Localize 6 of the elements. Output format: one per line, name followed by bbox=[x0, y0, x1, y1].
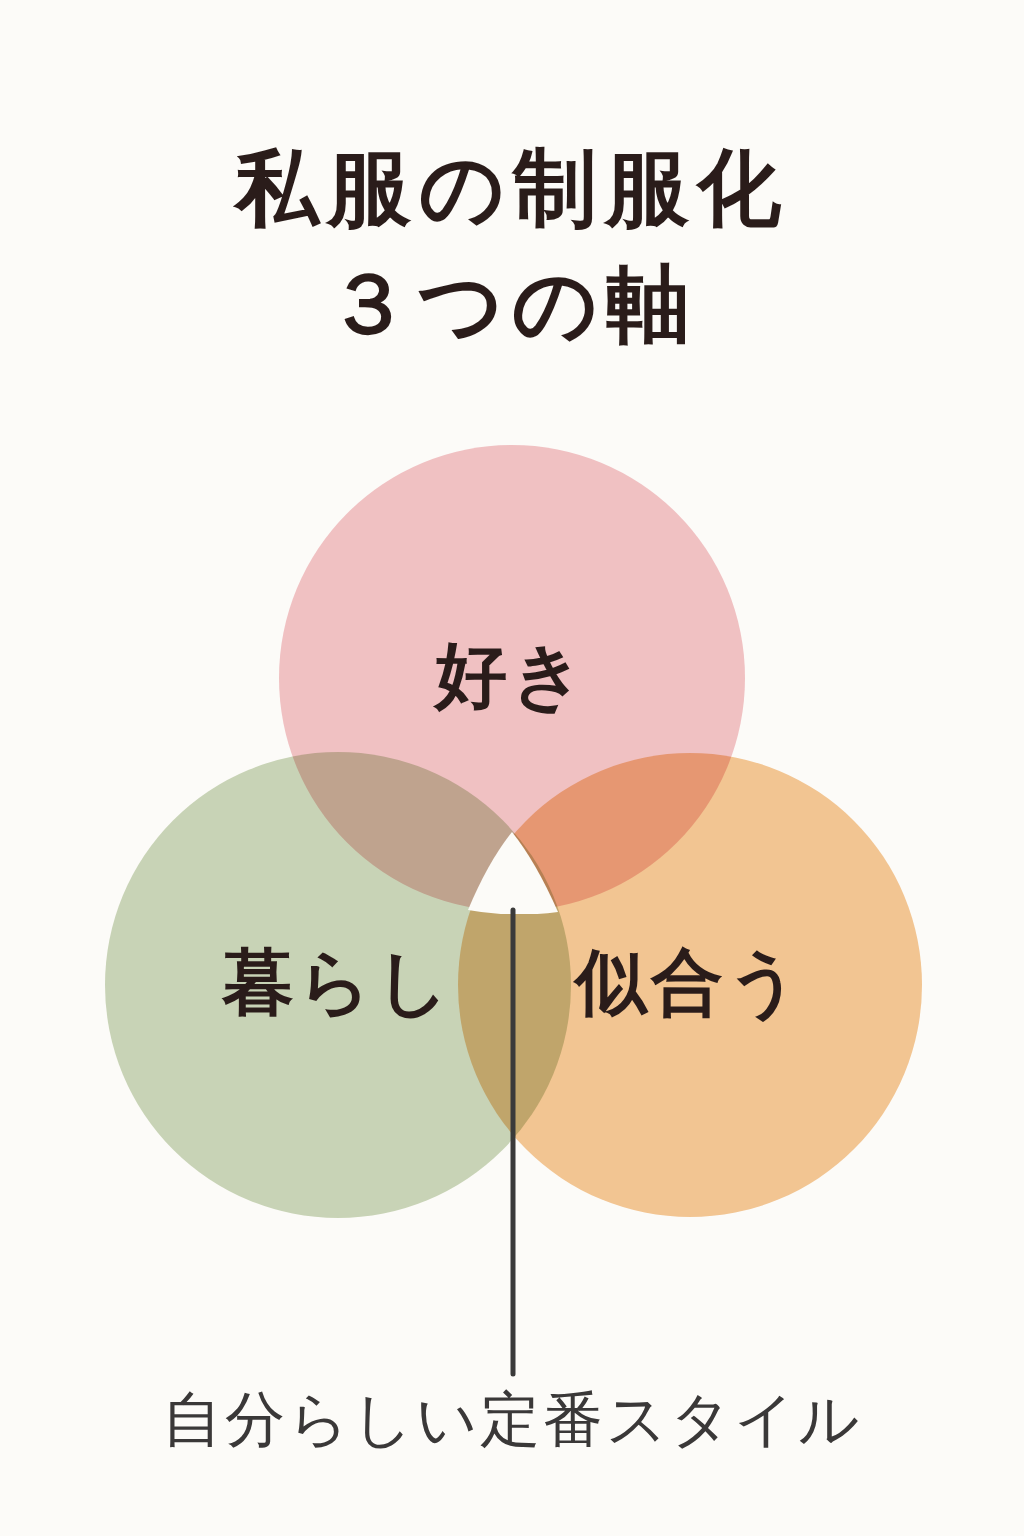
caption-text: 自分らしい定番スタイル bbox=[100, 1380, 924, 1461]
leader-line bbox=[510, 907, 516, 1377]
circle-label: 似合う bbox=[572, 939, 806, 1026]
title: 私服の制服化３つの軸 bbox=[232, 138, 790, 355]
circle-label: 暮らし bbox=[221, 939, 455, 1026]
circle-label: 好き bbox=[432, 632, 590, 719]
